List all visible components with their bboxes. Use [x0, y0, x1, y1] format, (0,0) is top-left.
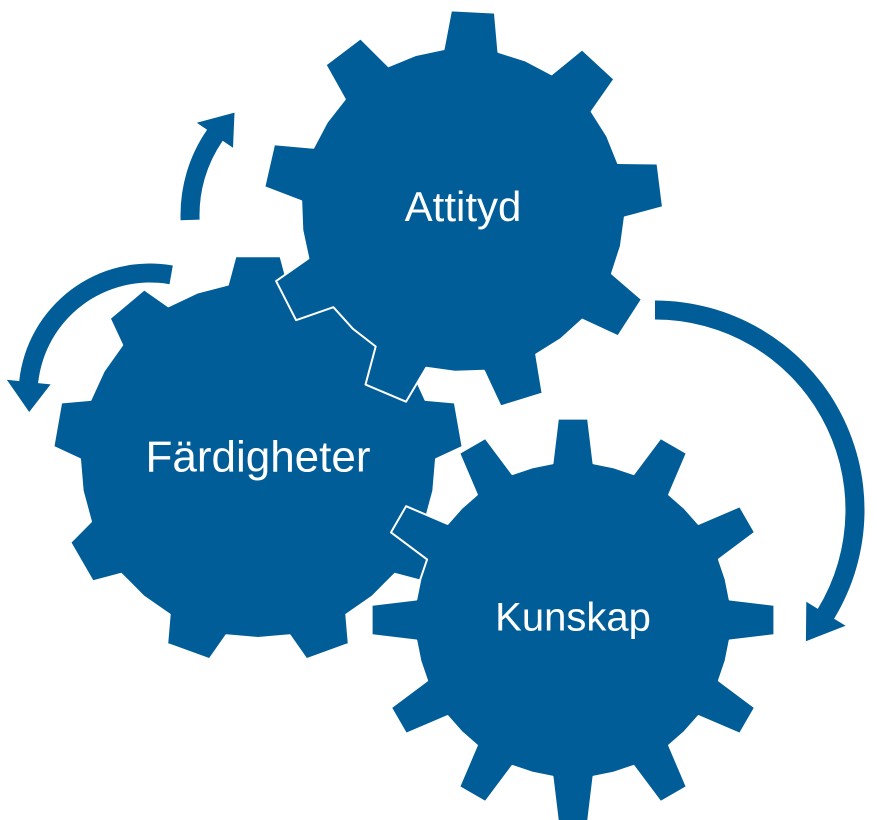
arrow-right-icon [655, 300, 865, 642]
gear-fardigheter-label: Färdigheter [145, 433, 370, 482]
cycle-arrows [6, 112, 865, 642]
gear-attityd: Attityd [263, 9, 664, 408]
arrow-top-left-icon [180, 112, 235, 221]
gear-kunskap-label: Kunskap [495, 596, 651, 640]
gear-kunskap-shape [370, 417, 776, 820]
gear-attityd-label: Attityd [405, 183, 522, 230]
gear-attityd-shape [263, 9, 664, 408]
gears: Färdigheter Kunskap Attityd [52, 9, 776, 820]
gear-kunskap: Kunskap [370, 417, 776, 820]
arrow-left-icon [6, 263, 173, 412]
